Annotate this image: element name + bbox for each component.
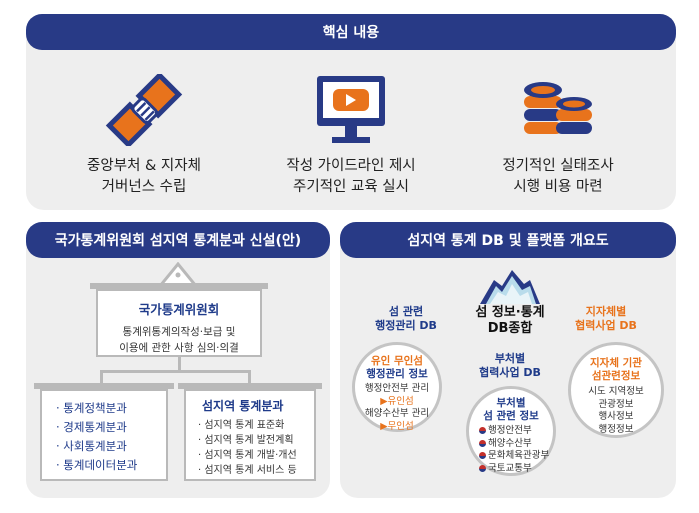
island-division-item: · 섬지역 통계 서비스 등 (198, 465, 297, 476)
govt-emblem-icon (479, 452, 486, 459)
admin-db-label: 섬 관련 행정관리 DB (375, 305, 437, 332)
db-hub-label: 섬 정보·통계 DB종합 (452, 305, 568, 337)
island-division-item: · 섬지역 통계 개발·개선 (198, 450, 297, 461)
governance-label-line2: 거버넌스 수립 (101, 179, 187, 195)
ministry-info-circle: 부처별 섬 관련 정보 행정안전부 해양수산부 문화체육관광부 국토교통부 (466, 386, 556, 476)
db-hub-line2: DB종합 (487, 321, 533, 336)
branches-board: · 통계정책분과 · 경제통계분과 · 사회통계분과 · 통계데이터분과 (40, 389, 168, 481)
admin-info-circle: 유인 무인섬 행정관리 정보 행정안전부 관리 ▶유인섬 해양수산부 관리 ▶무… (352, 342, 442, 432)
handshake-icon (105, 74, 183, 146)
committee-desc-line1: 통계위통계의작성·보급 및 (122, 326, 236, 338)
guideline-label-line1: 작성 가이드라인 제시 (286, 158, 416, 174)
committee-board: 국가통계위원회 통계위통계의작성·보급 및 이용에 관한 사항 심의·의결 (96, 289, 262, 357)
coins-icon (524, 82, 592, 134)
ministry-db-label: 부처별 협력사업 DB (479, 352, 541, 379)
survey-label-line1: 정기적인 실태조사 (502, 158, 614, 174)
govt-emblem-icon (479, 464, 486, 472)
ministry-item: 행정안전부 (479, 425, 553, 438)
guideline-label-line2: 주기적인 교육 실시 (293, 179, 409, 195)
governance-item: 중앙부처 & 지자체 거버넌스 수립 (36, 14, 252, 210)
island-division-item: · 섬지역 통계 표준화 (198, 420, 285, 431)
monitor-play-icon (317, 76, 385, 143)
branch-item: · 통계데이터분과 (56, 458, 138, 472)
local-db-label: 지자체별 협력사업 DB (575, 305, 637, 332)
ministry-item: 문화체육관광부 (479, 450, 553, 463)
ministry-item: 해양수산부 (479, 438, 553, 451)
island-division-board: 섬지역 통계분과 · 섬지역 통계 표준화 · 섬지역 통계 발전계획 · 섬지… (184, 389, 316, 481)
db-hub-line1: 섬 정보·통계 (475, 305, 545, 320)
committee-panel-title: 국가통계위원회 섬지역 통계분과 신설(안) (26, 222, 330, 258)
survey-item: 정기적인 실태조사 시행 비용 마련 (450, 14, 666, 210)
committee-desc-line2: 이용에 관한 사항 심의·의결 (119, 342, 239, 354)
branch-item: · 경제통계분과 (56, 420, 127, 434)
island-division-item: · 섬지역 통계 발전계획 (198, 435, 294, 446)
core-content-title: 핵심 내용 (26, 14, 676, 50)
db-platform-panel-title: 섬지역 통계 DB 및 플랫폼 개요도 (340, 222, 676, 258)
govt-emblem-icon (479, 439, 486, 447)
committee-title: 국가통계위원회 (138, 302, 220, 317)
island-mountain-icon (480, 270, 540, 304)
survey-label-line2: 시행 비용 마련 (513, 179, 603, 195)
governance-label-line1: 중앙부처 & 지자체 (87, 158, 201, 174)
ministry-item: 국토교통부 (479, 463, 553, 476)
local-info-circle: 지자체 기관 섬관련정보 시도 지역정보 관광정보 행사정보 행정정보 (568, 342, 664, 438)
govt-emblem-icon (479, 427, 486, 434)
guideline-item: 작성 가이드라인 제시 주기적인 교육 실시 (243, 14, 459, 210)
branch-item: · 통계정책분과 (56, 401, 127, 415)
island-division-title: 섬지역 통계분과 (202, 399, 284, 413)
branch-item: · 사회통계분과 (56, 439, 127, 453)
